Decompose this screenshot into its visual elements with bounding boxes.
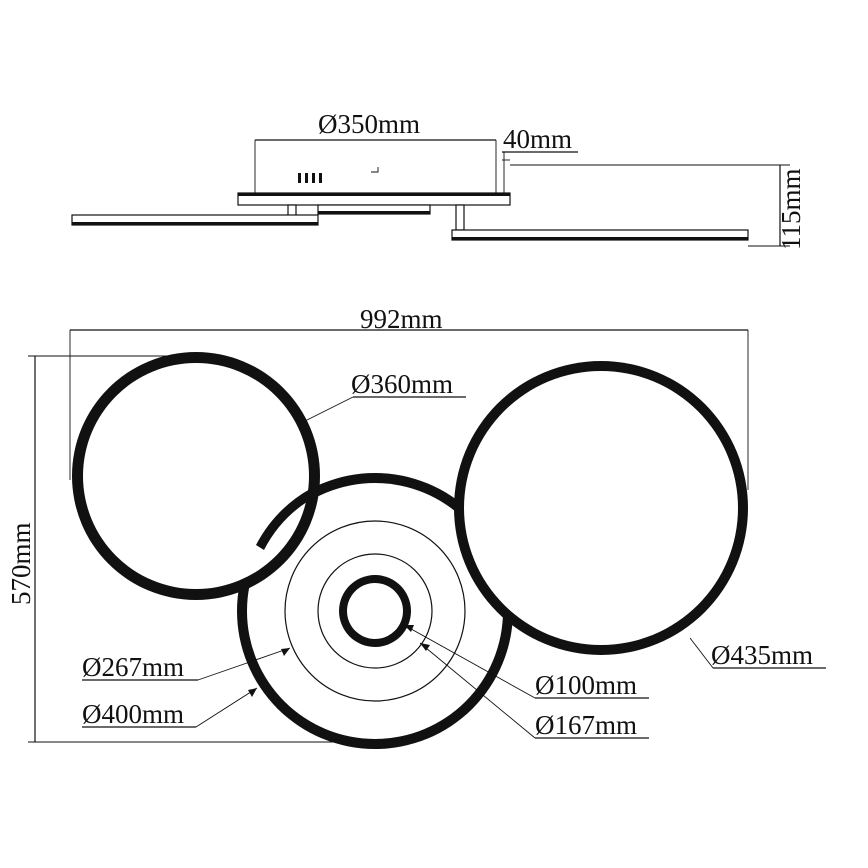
canopy-top-plate — [238, 193, 510, 196]
arrow-400 — [248, 688, 257, 697]
leader-360 — [302, 396, 354, 423]
disc-100-ring-inner — [347, 583, 403, 639]
dim-992-label: 992mm — [360, 304, 443, 334]
dim-40-label: 40mm — [503, 124, 572, 154]
label-360: Ø360mm — [351, 369, 453, 399]
canopy-hook-mark — [371, 167, 379, 173]
label-267: Ø267mm — [82, 652, 184, 682]
label-400: Ø400mm — [82, 699, 184, 729]
top-view: 992mm 570mm Ø360mm Ø435mm — [6, 304, 826, 749]
dim-350-label: Ø350mm — [318, 109, 420, 139]
side-view: Ø350mm 40mm 115mm — [71, 109, 806, 250]
dim-115-label: 115mm — [776, 168, 806, 250]
label-435: Ø435mm — [711, 640, 813, 670]
leader-167 — [419, 642, 536, 739]
leader-400 — [195, 687, 258, 728]
label-167: Ø167mm — [535, 710, 637, 740]
right-stem — [455, 204, 465, 231]
center-disc-side-dark — [318, 211, 430, 214]
right-ring-inner — [464, 371, 738, 645]
left-ring-inner — [83, 363, 309, 589]
disc-167-outline — [317, 553, 433, 669]
leader-267 — [197, 647, 291, 681]
label-100: Ø100mm — [535, 670, 637, 700]
leader-100 — [403, 624, 536, 699]
arrow-167 — [420, 643, 430, 651]
leader-435 — [689, 637, 714, 669]
dim-570-label: 570mm — [6, 522, 36, 605]
arrow-267 — [281, 648, 290, 656]
canopy-vent-marks — [298, 173, 322, 183]
center-ring-overlap-left — [256, 489, 315, 550]
disc-267-outline — [284, 520, 466, 702]
arrow-100 — [404, 625, 414, 632]
left-ring-side-dark — [72, 222, 318, 225]
right-ring-side-dark — [452, 237, 748, 240]
